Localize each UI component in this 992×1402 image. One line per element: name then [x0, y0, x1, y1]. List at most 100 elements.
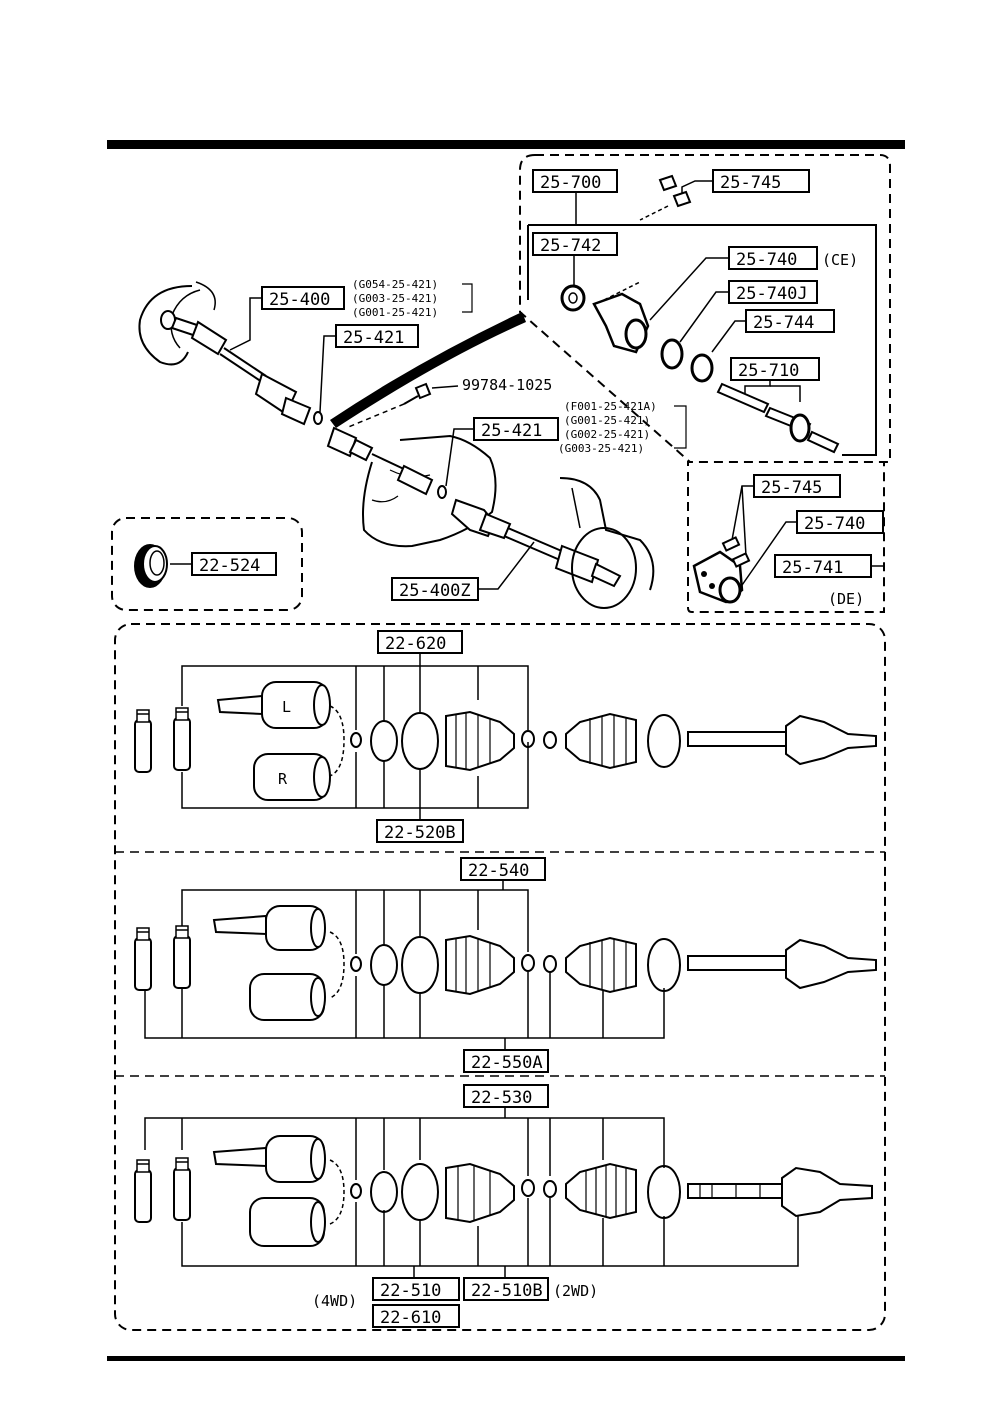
drive-shaft-upper-icon	[160, 310, 312, 426]
band-icon	[401, 936, 439, 994]
joint-shaft-icon	[716, 382, 840, 454]
label-22-520b: 22-520B	[376, 819, 464, 843]
header-rule	[107, 140, 905, 149]
clamp-icon	[543, 1180, 557, 1198]
bolt-99784-icon	[403, 382, 432, 405]
label-22-620: 22-620	[377, 630, 463, 654]
clamp-icon	[521, 730, 535, 748]
svg-text:22-520B: 22-520B	[384, 823, 456, 843]
outer-joint-r-icon: R	[253, 753, 331, 801]
oil-seal-22-524-icon	[134, 544, 168, 588]
label-22-510b: 22-510B	[463, 1277, 549, 1301]
svg-text:(G001-25-421): (G001-25-421)	[352, 306, 438, 319]
svg-text:(CE): (CE)	[822, 251, 858, 269]
label-25-744: 25-744	[745, 309, 835, 333]
axle-shaft-icon	[687, 714, 877, 766]
clamp-icon	[543, 955, 557, 973]
boot-icon	[565, 936, 637, 994]
refs-25-421: (F001-25-421A) (G001-25-421) (G002-25-42…	[558, 400, 687, 455]
grease-tube-icon	[173, 707, 191, 771]
grease-tube-icon	[173, 1157, 191, 1221]
band-icon	[647, 938, 681, 992]
label-25-400: 25-400	[261, 286, 345, 310]
oil-seal-icon	[690, 353, 714, 383]
svg-text:22-550A: 22-550A	[471, 1053, 543, 1073]
boot-icon	[445, 934, 515, 996]
label-99784-1025: 99784-1025	[462, 376, 552, 394]
clip-icon	[313, 411, 323, 425]
label-25-741: 25-741	[774, 554, 872, 578]
boot-icon	[565, 1162, 637, 1220]
label-25-700: 25-700	[532, 169, 618, 193]
svg-text:22-530: 22-530	[471, 1088, 532, 1108]
band-icon	[370, 1171, 398, 1213]
boot-icon	[445, 710, 515, 772]
svg-text:25-742: 25-742	[540, 236, 601, 256]
group-ce-outline	[535, 154, 891, 613]
label-22-550a: 22-550A	[463, 1049, 549, 1073]
label-22-610: 22-610	[372, 1304, 460, 1328]
kit-2: 22-540 22-550A	[134, 857, 877, 1073]
outer-joint-icon	[249, 1197, 326, 1247]
snap-ring-icon	[350, 956, 362, 972]
svg-text:25-744: 25-744	[753, 313, 814, 333]
svg-text:25-700: 25-700	[540, 173, 601, 193]
svg-text:25-741: 25-741	[782, 558, 843, 578]
svg-text:25-745: 25-745	[761, 478, 822, 498]
clamp-icon	[521, 954, 535, 972]
bearing-support-icon	[692, 536, 751, 604]
snap-ring-icon	[350, 732, 362, 748]
grease-tube-icon	[134, 709, 152, 773]
outer-joint-icon	[212, 1135, 326, 1183]
svg-text:25-400: 25-400	[269, 290, 330, 310]
group-ce-bracket	[528, 224, 877, 456]
svg-text:25-421: 25-421	[481, 421, 542, 441]
svg-text:25-421: 25-421	[343, 328, 404, 348]
seal-group-outline	[111, 517, 303, 611]
svg-text:22-610: 22-610	[380, 1308, 441, 1328]
note-2wd: (2WD)	[553, 1282, 598, 1300]
label-25-740j: 25-740J	[728, 280, 818, 304]
svg-text:25-710: 25-710	[738, 361, 799, 381]
label-22-510: 22-510	[372, 1277, 460, 1301]
svg-text:25-740: 25-740	[736, 250, 797, 270]
kits-outline	[114, 623, 886, 1331]
svg-text:(F001-25-421A): (F001-25-421A)	[564, 400, 657, 413]
label-25-745-top: 25-745	[712, 169, 810, 193]
label-25-400z: 25-400Z	[391, 577, 479, 601]
axle-shaft-icon	[687, 1166, 873, 1218]
svg-text:R: R	[278, 770, 288, 788]
kit-3: 22-530 22-510 22-510B (2WD) (4WD)	[134, 1084, 873, 1328]
band-icon	[647, 1165, 681, 1219]
intermediate-shaft-icon	[326, 426, 447, 499]
exploded-arrow	[330, 312, 526, 428]
label-25-421-a: 25-421	[335, 324, 419, 348]
grease-tube-icon	[173, 925, 191, 989]
svg-text:(G003-25-421): (G003-25-421)	[352, 292, 438, 305]
band-icon	[370, 944, 398, 986]
svg-text:22-620: 22-620	[385, 634, 446, 654]
svg-text:22-510: 22-510	[380, 1281, 441, 1301]
svg-text:(G003-25-421): (G003-25-421)	[558, 442, 644, 455]
label-25-740-de: 25-740	[796, 510, 884, 534]
outer-joint-icon	[212, 905, 326, 951]
svg-text:25-400Z: 25-400Z	[399, 581, 471, 601]
drive-shaft-lower-icon	[450, 498, 622, 588]
svg-text:L: L	[282, 698, 291, 716]
snap-ring-icon	[350, 1183, 362, 1199]
clamp-icon	[521, 1179, 535, 1197]
svg-text:22-540: 22-540	[468, 861, 529, 881]
grease-tube-icon	[134, 927, 152, 991]
svg-text:25-745: 25-745	[720, 173, 781, 193]
svg-text:22-510B: 22-510B	[471, 1281, 543, 1301]
svg-text:(G054-25-421): (G054-25-421)	[352, 278, 438, 291]
svg-text:25-740: 25-740	[804, 514, 865, 534]
differential-case-outline	[138, 285, 193, 366]
clamp-icon	[543, 731, 557, 749]
band-icon	[647, 714, 681, 768]
boot-icon	[565, 712, 637, 770]
svg-text:22-524: 22-524	[199, 556, 260, 576]
svg-text:(G001-25-421): (G001-25-421)	[564, 414, 650, 427]
label-25-740-ce: 25-740 (CE)	[728, 246, 858, 270]
